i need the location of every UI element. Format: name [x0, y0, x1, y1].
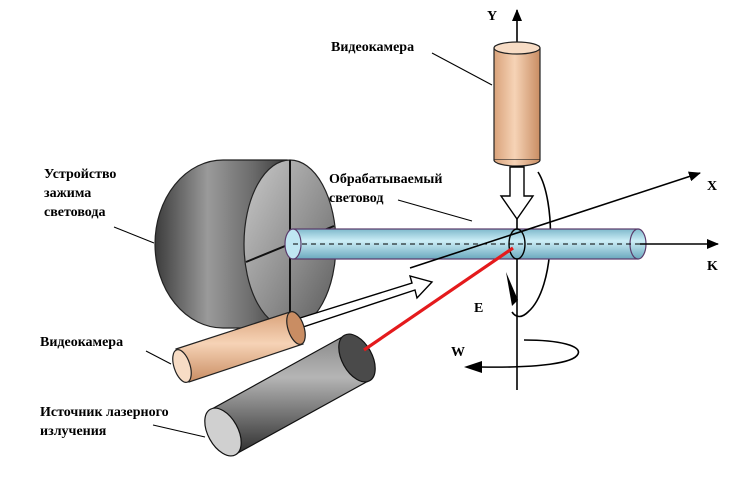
label-laser-line1: Источник лазерного: [40, 405, 169, 420]
leader-fiber: [397, 199, 473, 222]
label-clamp-line3: световода: [44, 205, 105, 220]
label-fiber-line2: световод: [329, 191, 383, 206]
axis-label-k: K: [707, 259, 718, 274]
rotation-e-arc: [511, 171, 552, 318]
camera-top: [493, 41, 541, 167]
axis-label-x: X: [707, 179, 717, 194]
x-axis: [409, 171, 701, 269]
fiber: [284, 228, 647, 260]
leader-camera-bottom: [145, 350, 172, 365]
rotation-e-arrowhead: [506, 272, 518, 306]
camera-bottom-view-arrow: [299, 274, 434, 328]
axis-label-y: Y: [487, 9, 497, 24]
camera-top-view-arrow: [499, 166, 535, 221]
rotation-w-arrowhead: [464, 361, 482, 373]
label-clamp-line2: зажима: [44, 186, 91, 201]
label-camera-bottom: Видеокамера: [40, 335, 123, 350]
axis-label-w: W: [451, 345, 465, 360]
rotation-w-arc: [479, 339, 580, 368]
label-clamp-line1: Устройство: [44, 167, 116, 182]
label-camera-top: Видеокамера: [331, 40, 414, 55]
label-fiber-line1: Обрабатываемый: [329, 172, 442, 187]
label-laser-line2: излучения: [40, 424, 107, 439]
leader-laser: [152, 424, 206, 438]
axis-label-e: E: [474, 301, 483, 316]
laser-beam: [363, 246, 514, 352]
camera-bottom: [172, 311, 306, 383]
leader-clamp: [113, 226, 155, 244]
laser-source: [204, 333, 376, 457]
leader-camera-top: [431, 52, 493, 86]
